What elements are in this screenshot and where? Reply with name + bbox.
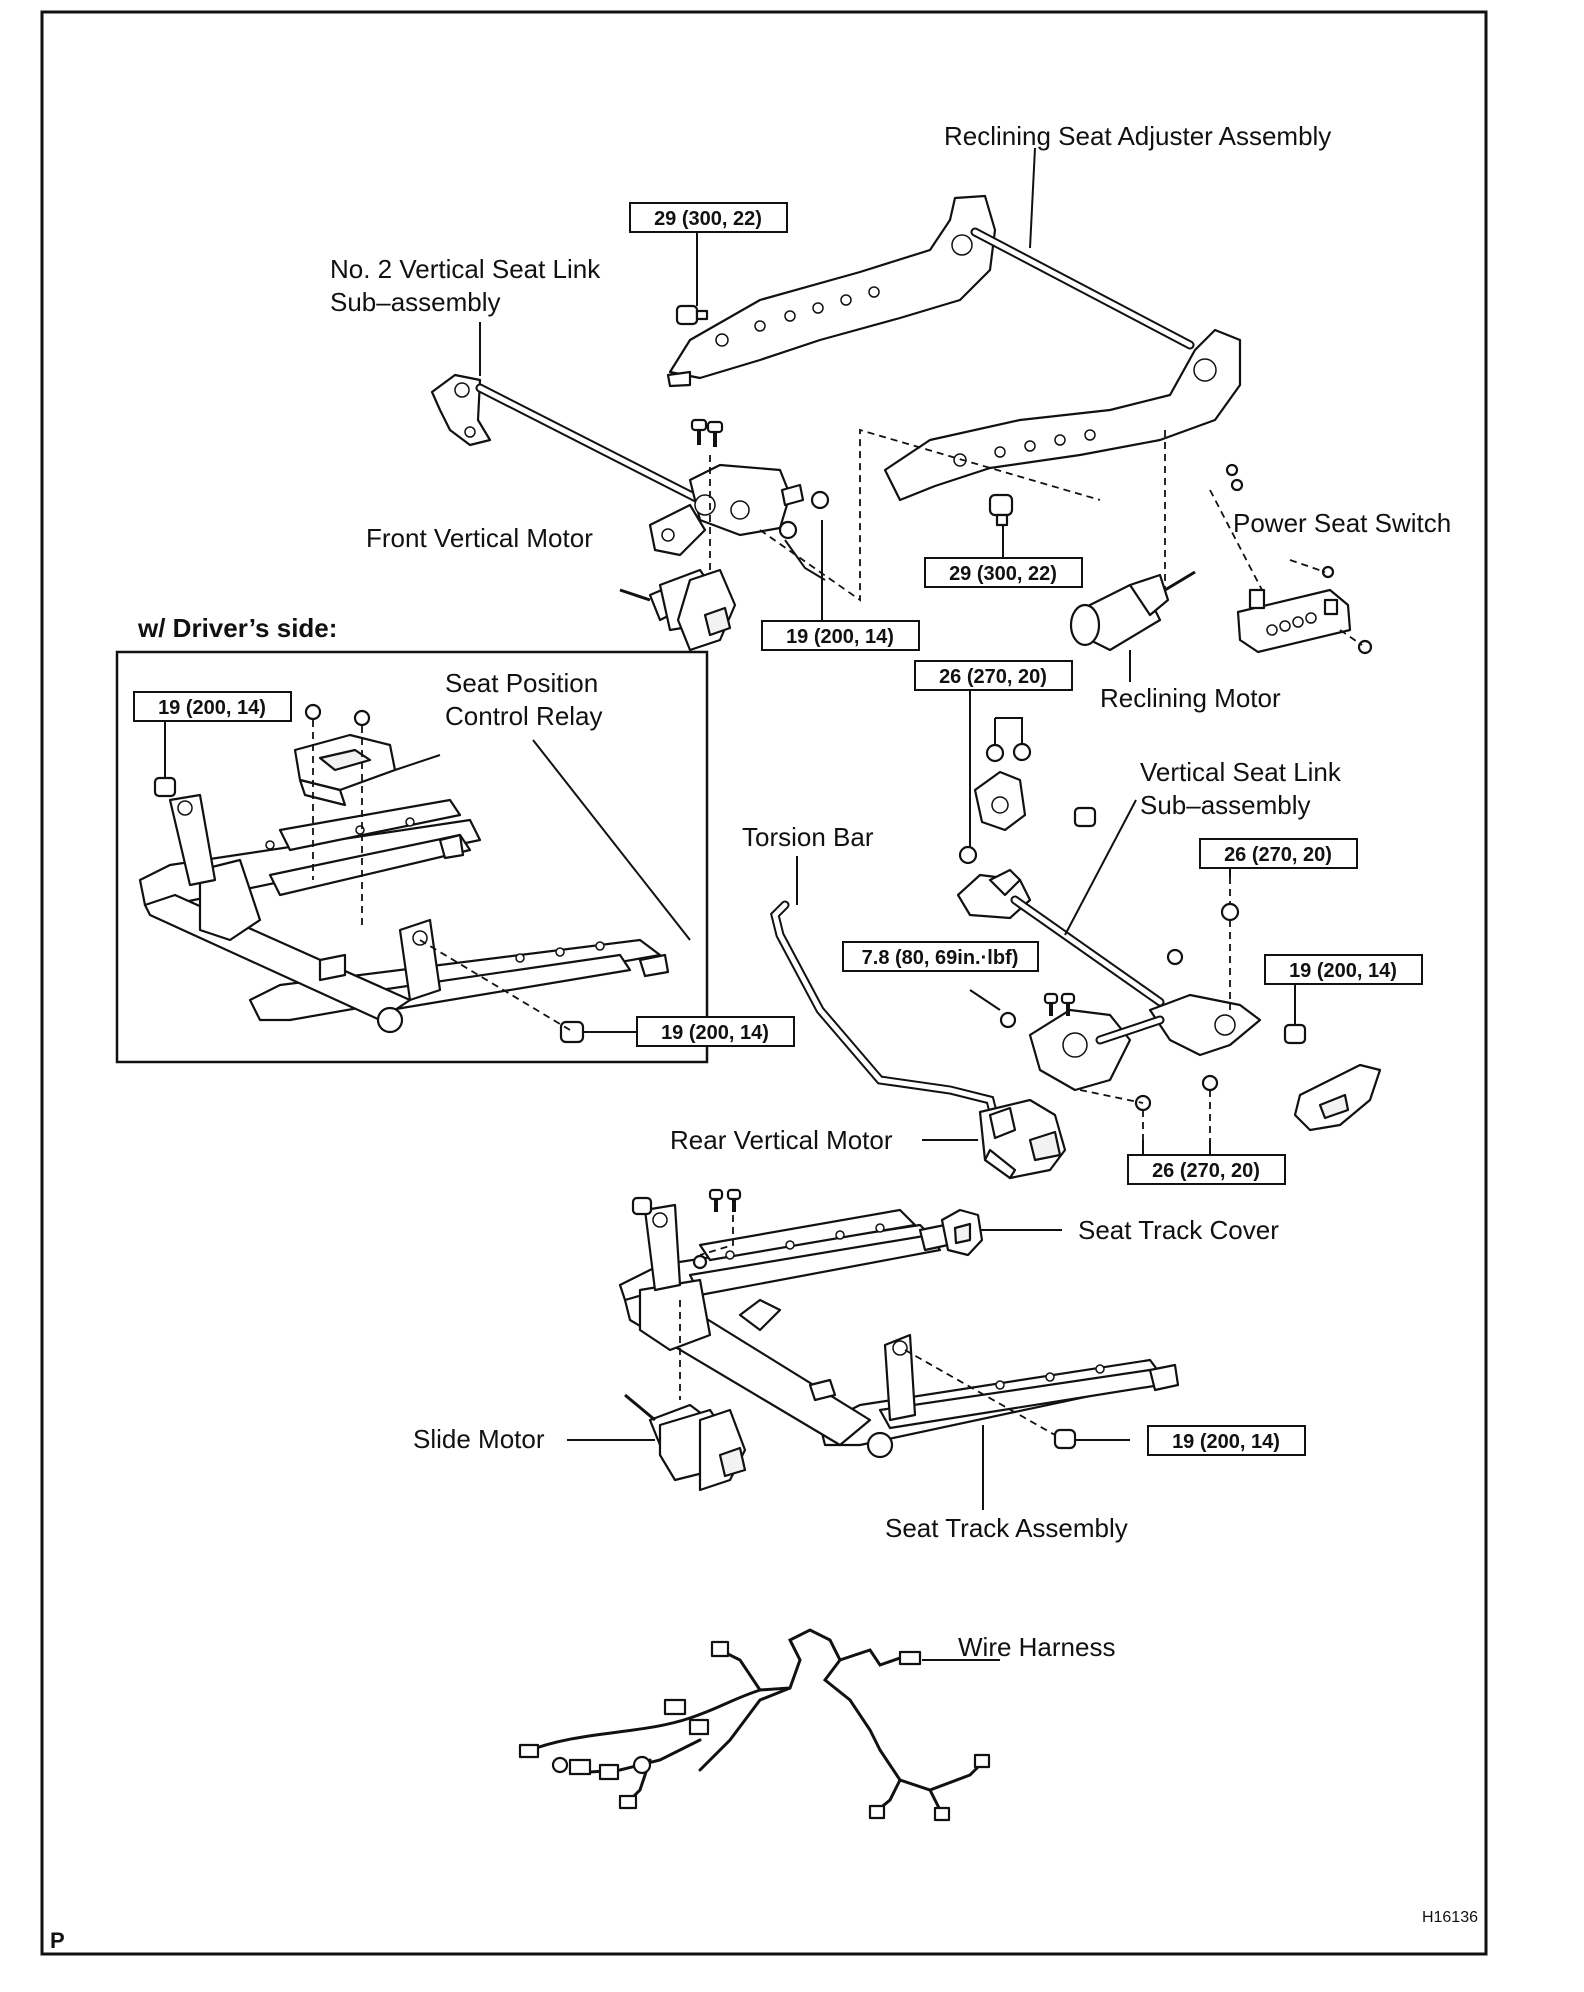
nut-icon [778,490,830,540]
svg-text:19 (200, 14): 19 (200, 14) [786,626,894,648]
svg-text:7.8 (80, 69in.·lbf): 7.8 (80, 69in.·lbf) [862,947,1019,969]
bolt-icon [1073,806,1307,1045]
leader-line [969,690,1023,848]
label-seat-position-relay-2: Control Relay [445,701,603,731]
leader-line [1142,1140,1211,1155]
torque-spec-26-right: 26 (270, 20) [1199,838,1358,869]
slide-motor [624,1393,747,1492]
torque-spec-19-inset-bottom: 19 (200, 14) [636,1016,795,1047]
inset-seat-track [138,793,670,1034]
bolt-icon [988,493,1014,527]
seat-track-cover-right [1293,1063,1382,1132]
torque-spec-26-lower: 26 (270, 20) [1127,1154,1286,1185]
label-wire-harness: Wire Harness [958,1632,1115,1662]
leader-line [969,989,1001,1011]
bolt-icon [675,304,709,326]
rear-vertical-motor [978,1098,1067,1180]
leader-line [394,739,691,941]
assembly-line [312,720,363,925]
label-seat-track-assembly: Seat Track Assembly [885,1513,1128,1543]
leader-line [784,520,826,620]
vertical-seat-link [1010,895,1262,1092]
label-no2-vertical-seat-link-2: Sub–assembly [330,287,501,317]
label-slide-motor: Slide Motor [413,1424,545,1454]
assembly-line [759,428,1101,602]
svg-text:26 (270, 20): 26 (270, 20) [1224,844,1332,866]
torque-spec-19-front-motor: 19 (200, 14) [761,620,920,651]
svg-text:19 (200, 14): 19 (200, 14) [158,697,266,719]
screw-icon [708,1188,742,1212]
svg-text:29 (300, 22): 29 (300, 22) [654,208,762,230]
leader-line [1064,799,1137,936]
label-drivers-side: w/ Driver’s side: [137,613,337,643]
assembly-line [679,1215,1056,1436]
svg-text:26 (270, 20): 26 (270, 20) [939,666,1047,688]
svg-text:26 (270, 20): 26 (270, 20) [1152,1160,1260,1182]
torque-spec-29-mid: 29 (300, 22) [924,557,1083,588]
svg-text:19 (200, 14): 19 (200, 14) [1172,1431,1280,1453]
label-seat-position-relay: Seat Position [445,668,598,698]
front-vertical-bracket [648,463,805,557]
page-frame [40,10,1488,1956]
figure-code: H16136 [1422,1909,1478,1926]
svg-text:29 (300, 22): 29 (300, 22) [949,563,1057,585]
torsion-bar [770,900,1000,1125]
label-seat-track-cover: Seat Track Cover [1078,1215,1279,1245]
torque-spec-19-inset-top: 19 (200, 14) [133,691,292,722]
assembly-line [1209,489,1363,646]
torque-spec-29-top: 29 (300, 22) [629,202,788,233]
label-no2-vertical-seat-link: No. 2 Vertical Seat Link [330,254,601,284]
drivers-side-inset-frame [115,650,709,1064]
vertical-seat-link-bracket-top [956,770,1032,920]
label-rear-vertical-motor: Rear Vertical Motor [670,1125,893,1155]
svg-text:19 (200, 14): 19 (200, 14) [1289,960,1397,982]
reclining-seat-adjuster-assembly [666,194,1242,502]
seat-track-assembly [618,1203,1180,1459]
svg-text:19 (200, 14): 19 (200, 14) [661,1022,769,1044]
label-power-seat-switch: Power Seat Switch [1233,508,1451,538]
seat-position-control-relay [293,733,397,807]
bolt-icon [690,418,724,447]
assembly-line [1079,1089,1211,1140]
label-torsion-bar: Torsion Bar [742,822,874,852]
power-seat-switch [1236,588,1352,654]
nut-icon [692,1254,708,1270]
torque-spec-19-right: 19 (200, 14) [1264,954,1423,985]
reclining-motor [1069,570,1196,652]
no2-vertical-seat-link [430,373,705,505]
corner-mark: P [50,1928,65,1953]
seat-track-cover [940,1208,984,1257]
torque-spec-7-8: 7.8 (80, 69in.·lbf) [842,941,1039,972]
nut-icon [304,703,371,727]
leader-line [1029,147,1036,249]
label-vertical-seat-link: Vertical Seat Link [1140,757,1342,787]
label-reclining-motor: Reclining Motor [1100,683,1281,713]
label-front-vertical-motor: Front Vertical Motor [366,523,593,553]
label-vertical-seat-link-2: Sub–assembly [1140,790,1311,820]
label-reclining-seat-adjuster: Reclining Seat Adjuster Assembly [944,121,1331,151]
wire-harness [518,1628,991,1822]
bolt-icon [631,1196,1077,1450]
front-vertical-motor [619,568,737,652]
leader-line [980,1229,1130,1510]
torque-spec-26-upper: 26 (270, 20) [914,660,1073,691]
screw-icon [1043,992,1076,1016]
torque-spec-19-track: 19 (200, 14) [1147,1425,1306,1456]
assembly-line [419,939,571,1031]
